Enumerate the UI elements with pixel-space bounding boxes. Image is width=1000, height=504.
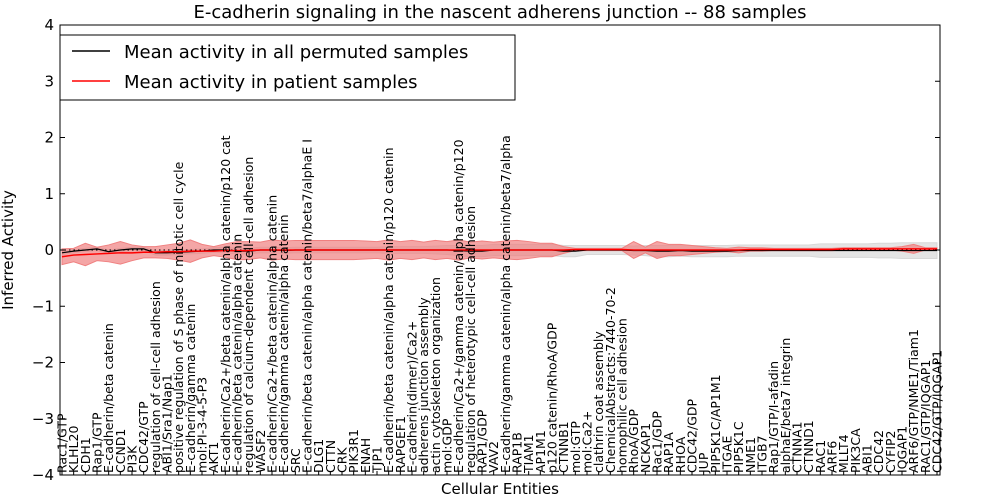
y-tick-label: 0: [44, 241, 54, 259]
x-tick-label: E-cadherin/beta catenin/alpha catenin/be…: [300, 139, 315, 473]
y-axis-label: Inferred Activity: [0, 190, 17, 310]
y-tick-label: 1: [44, 185, 54, 203]
y-tick-label: −4: [32, 466, 54, 484]
y-tick-label: −3: [32, 410, 54, 428]
y-tick-label: 2: [44, 129, 54, 147]
legend-label-patient: Mean activity in patient samples: [124, 72, 418, 93]
y-tick-label: −1: [32, 297, 54, 315]
y-tick-label: −2: [32, 354, 54, 372]
x-tick-label: E-cadherin/gamma catenin/alpha catenin: [276, 214, 291, 473]
y-tick-label: 3: [44, 72, 54, 90]
legend-label-permuted: Mean activity in all permuted samples: [124, 42, 468, 63]
chart-title: E-cadherin signaling in the nascent adhe…: [193, 2, 806, 23]
y-tick-label: 4: [44, 16, 54, 34]
x-tick-label: CDC42/GTP/IQGAP1: [930, 350, 945, 473]
x-tick-label: regulation of calcium-dependent cell-cel…: [241, 157, 256, 473]
legend: Mean activity in all permuted samples Me…: [60, 35, 515, 100]
x-axis-label: Cellular Entities: [441, 480, 559, 498]
x-tick-label: E-cadherin/gamma catenin/alpha catenin/b…: [498, 135, 513, 473]
